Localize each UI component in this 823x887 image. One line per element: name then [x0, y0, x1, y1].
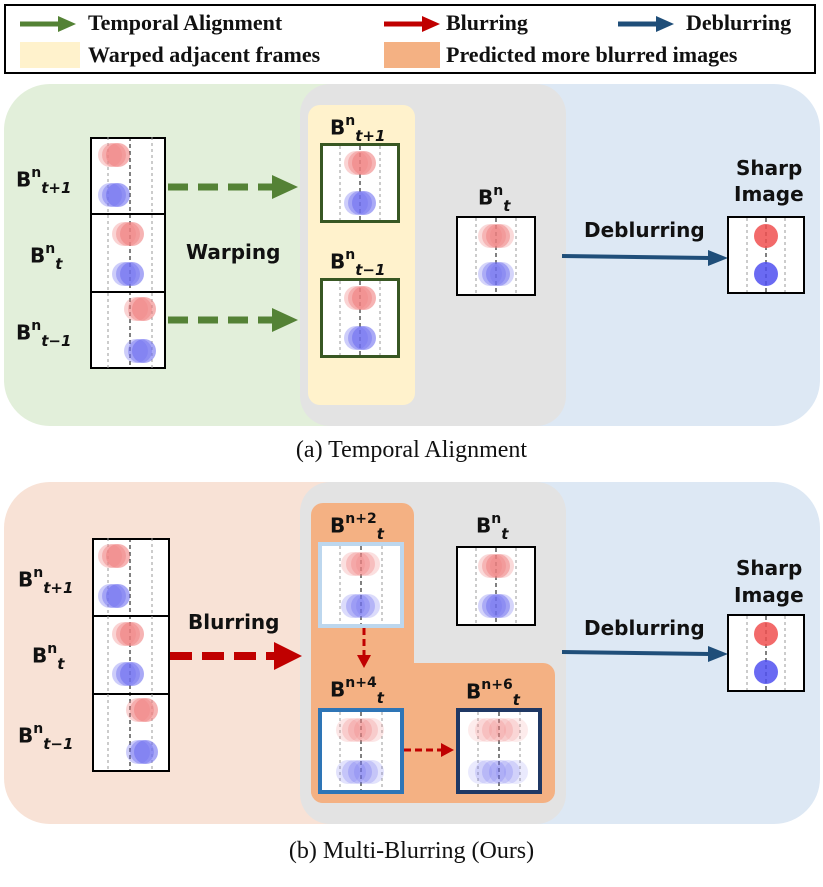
label-a-warped-next: Bnt+1	[330, 113, 386, 145]
panel-a-caption: (a) Temporal Alignment	[295, 437, 528, 463]
warping-arrows	[168, 175, 298, 332]
panel-b-deblurring-label: Deblurring	[584, 616, 705, 640]
panel-b-frame-stack	[92, 538, 170, 772]
label-b-n4: Bn+4t	[330, 675, 384, 707]
panel-a-stack-content	[90, 137, 166, 369]
label-a-prev: Bnt−1	[16, 318, 72, 350]
panel-b-sharp-frame-content	[746, 616, 786, 690]
blur-frame-n6-content	[468, 712, 528, 790]
legend-temporal-alignment: Temporal Alignment	[88, 10, 283, 35]
panel-a-sharp-line2: Image	[734, 182, 804, 206]
blur-right-arrow	[404, 743, 454, 757]
label-a-center-cur: Bnt	[478, 183, 511, 215]
label-b-n6: Bn+6t	[466, 677, 520, 709]
blur-down-arrow	[357, 628, 371, 668]
label-a-warped-prev: Bnt−1	[330, 247, 386, 279]
warping-label: Warping	[186, 240, 281, 264]
panel-a-current-frame-content	[475, 218, 517, 294]
panel-b-stack-content	[92, 538, 170, 772]
panel-b-sharp-line2: Image	[734, 583, 804, 607]
label-b-next: Bnt+1	[18, 565, 74, 597]
blurring-label: Blurring	[188, 610, 280, 634]
panel-b-sharp-line1: Sharp	[736, 556, 803, 580]
legend-blurring: Blurring	[446, 10, 528, 35]
panel-a-frame-stack	[90, 137, 166, 369]
label-b-cur: Bnt	[32, 641, 65, 673]
label-a-cur: Bnt	[30, 241, 63, 273]
red-arrow-icon	[384, 16, 440, 32]
label-b-n2: Bn+2t	[330, 511, 384, 543]
panel-a-deblurring-label: Deblurring	[584, 218, 705, 242]
warped-frame-prev-content	[339, 281, 381, 355]
green-arrow-icon	[20, 16, 76, 32]
panel-b-current-frame-content	[475, 548, 517, 624]
warped-frame-next-content	[339, 146, 381, 220]
blur-frame-n2-content	[339, 546, 383, 624]
panel-b-caption: (b) Multi-Blurring (Ours)	[288, 838, 535, 864]
panel-a-deblur-arrow	[561, 250, 728, 266]
legend-predicted-images: Predicted more blurred images	[446, 42, 738, 67]
legend-deblurring: Deblurring	[686, 10, 792, 35]
blue-arrow-icon	[618, 16, 674, 32]
blur-frame-n4-content	[336, 712, 384, 790]
panel-b-deblur-arrow	[561, 646, 728, 662]
label-b-prev: Bnt−1	[18, 721, 74, 753]
label-b-plain: Bnt	[476, 511, 509, 543]
panel-a-sharp-line1: Sharp	[736, 156, 803, 180]
warped-swatch	[20, 42, 80, 68]
label-a-next: Bnt+1	[16, 165, 72, 197]
predicted-swatch	[384, 42, 440, 68]
panel-a-sharp-frame-content	[746, 218, 786, 292]
legend-warped-frames: Warped adjacent frames	[88, 42, 321, 67]
blurring-arrow	[170, 642, 302, 670]
